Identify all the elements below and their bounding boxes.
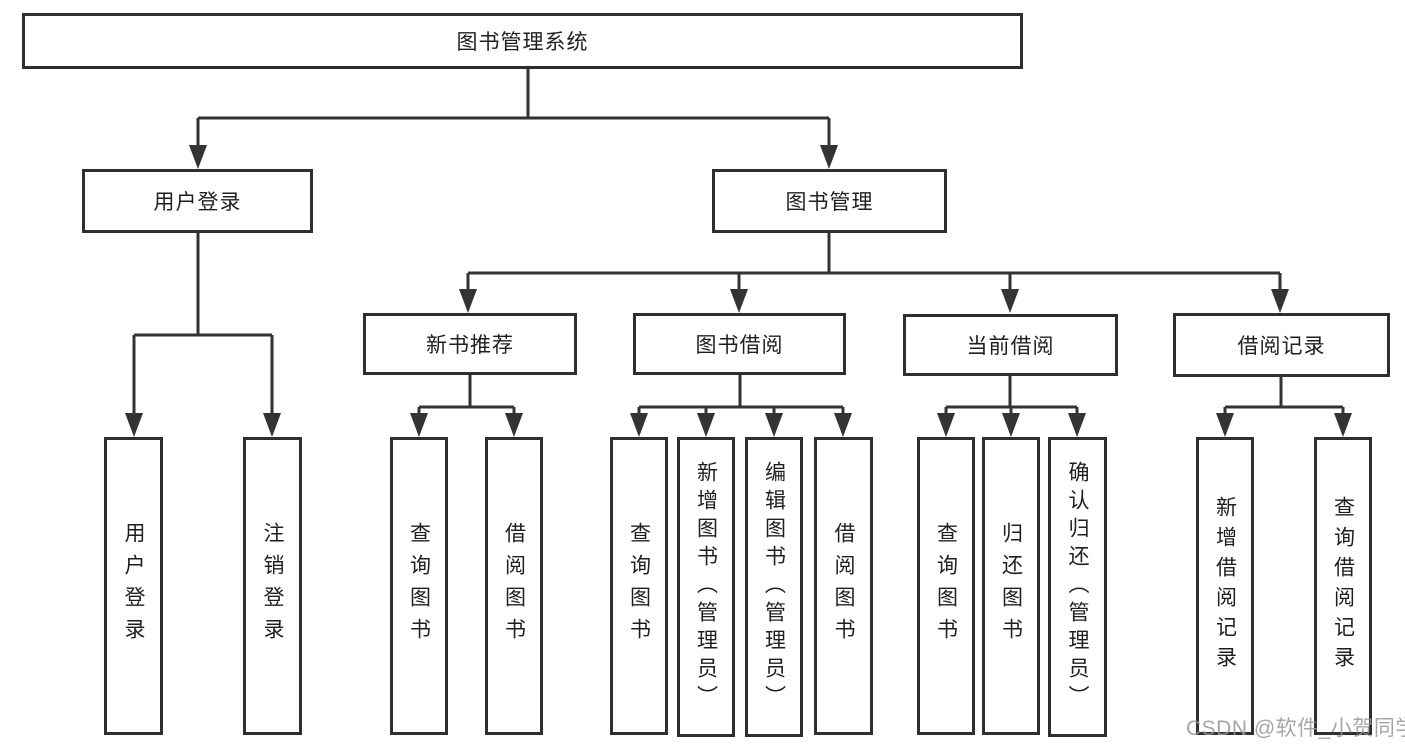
- arrow-down-icon: [1001, 289, 1019, 313]
- edges-new-book-recommend-to-leaves: [410, 375, 523, 437]
- node-label: 查询图书: [407, 522, 431, 650]
- node-root-library-management-system: 图书管理系统: [22, 13, 1023, 69]
- arrow-down-icon: [730, 289, 748, 313]
- node-current-borrowing: 当前借阅: [903, 314, 1118, 376]
- edges-user-login-to-leaves: [125, 233, 281, 437]
- leaf-records-add-borrow-record: 新增借阅记录: [1196, 437, 1254, 735]
- arrow-down-icon: [505, 413, 523, 437]
- node-label: 查询图书: [627, 522, 651, 650]
- arrow-down-icon: [410, 413, 428, 437]
- leaf-borrowing-query-books: 查询图书: [610, 437, 668, 735]
- node-borrowing-records: 借阅记录: [1173, 313, 1390, 377]
- arrow-down-icon: [189, 145, 207, 169]
- arrow-down-icon: [125, 413, 143, 437]
- node-label: 用户登录: [122, 522, 145, 650]
- arrow-down-icon: [820, 145, 838, 169]
- arrow-down-icon: [459, 289, 477, 313]
- arrow-down-icon: [630, 413, 648, 437]
- edges-borrowing-records-to-leaves: [1216, 377, 1352, 437]
- edges-book-management-to-level3: [459, 233, 1289, 313]
- edges-root-to-level2: [189, 69, 838, 169]
- node-label: 新增借阅记录: [1213, 496, 1237, 676]
- edges-book-borrowing-to-leaves: [630, 375, 852, 437]
- node-label: 图书借阅: [695, 334, 784, 357]
- leaf-borrowing-borrow-books: 借阅图书: [814, 437, 873, 735]
- leaf-borrowing-edit-books-admin: 编辑图书（管理员）: [745, 437, 803, 737]
- arrow-down-icon: [1334, 413, 1352, 437]
- leaf-current-query-books: 查询图书: [917, 437, 975, 735]
- node-label: 图书管理系统: [456, 31, 589, 54]
- arrow-down-icon: [1002, 413, 1020, 437]
- node-label: 新书推荐: [426, 334, 514, 357]
- arrow-down-icon: [697, 413, 715, 437]
- leaf-user-login: 用户登录: [104, 437, 163, 735]
- node-label: 借阅记录: [1237, 335, 1326, 358]
- node-user-login: 用户登录: [82, 169, 313, 233]
- node-label: 查询图书: [934, 522, 958, 650]
- node-label: 借阅图书: [502, 522, 526, 650]
- leaf-recommend-query-books: 查询图书: [390, 437, 448, 735]
- node-book-management: 图书管理: [712, 169, 947, 233]
- arrow-down-icon: [937, 413, 955, 437]
- csdn-watermark: CSDN @软件_小贺同学: [1186, 717, 1405, 740]
- arrow-down-icon: [1271, 289, 1289, 313]
- edges-current-borrowing-to-leaves: [937, 375, 1086, 437]
- arrow-down-icon: [263, 413, 281, 437]
- arrow-down-icon: [1068, 413, 1086, 437]
- leaf-borrowing-add-books-admin: 新增图书（管理员）: [677, 437, 735, 737]
- arrow-down-icon: [765, 413, 783, 437]
- node-label: 用户登录: [153, 191, 242, 214]
- arrow-down-icon: [834, 413, 852, 437]
- leaf-records-query-borrow-record: 查询借阅记录: [1314, 437, 1372, 735]
- node-label: 借阅图书: [832, 522, 855, 650]
- leaf-current-confirm-return-admin: 确认归还（管理员）: [1048, 437, 1107, 737]
- node-label: 图书管理: [785, 191, 874, 214]
- node-label: 当前借阅: [966, 335, 1055, 358]
- node-label: 新增图书（管理员）: [694, 461, 718, 713]
- node-label: 查询借阅记录: [1331, 496, 1355, 676]
- node-label: 注销登录: [261, 522, 284, 650]
- leaf-current-return-books: 归还图书: [982, 437, 1040, 735]
- node-label: 归还图书: [999, 522, 1023, 650]
- arrow-down-icon: [1216, 413, 1234, 437]
- node-label: 确认归还（管理员）: [1066, 461, 1089, 713]
- node-new-book-recommend: 新书推荐: [363, 313, 577, 375]
- leaf-logout: 注销登录: [243, 437, 302, 735]
- node-label: 编辑图书（管理员）: [762, 461, 786, 713]
- node-book-borrowing: 图书借阅: [633, 313, 846, 375]
- leaf-recommend-borrow-books: 借阅图书: [485, 437, 543, 735]
